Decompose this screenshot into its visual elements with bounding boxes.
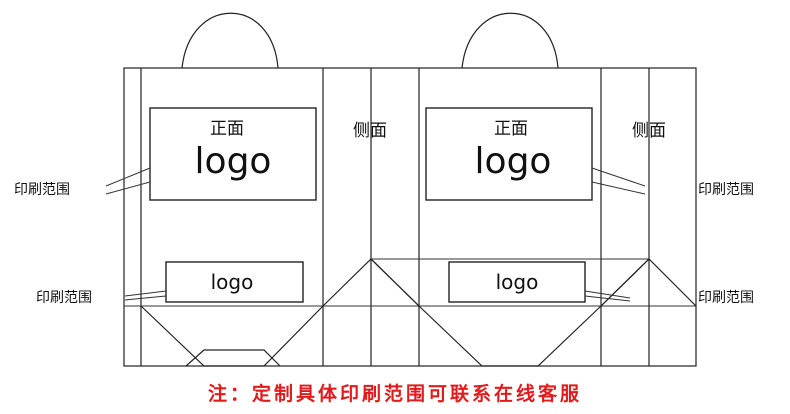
bottom-print-box-right xyxy=(448,261,586,303)
print-area-label-right-top: 印刷范围 xyxy=(698,181,754,198)
logo-label-front-right: logo xyxy=(475,141,552,182)
logo-label-front-left: logo xyxy=(195,141,272,182)
handle-left xyxy=(181,12,279,69)
panel-divider-lines xyxy=(140,68,650,366)
handle-right xyxy=(461,12,559,69)
print-area-label-right-bottom: 印刷范围 xyxy=(698,289,754,306)
bottom-print-box-left xyxy=(165,261,304,303)
print-area-label-left-top: 印刷范围 xyxy=(14,181,70,198)
logo-label-bottom-left: logo xyxy=(211,270,254,294)
print-area-label-left-bottom: 印刷范围 xyxy=(36,289,92,306)
callout-pointers xyxy=(105,167,646,302)
front-label-right: 正面 xyxy=(494,119,528,139)
front-print-box-right xyxy=(425,107,593,201)
side-label-left: 侧面 xyxy=(353,121,387,141)
front-print-box-left xyxy=(149,107,317,201)
custom-print-note: 注：定制具体印刷范围可联系在线客服 xyxy=(208,382,582,405)
logo-label-bottom-right: logo xyxy=(496,270,539,294)
front-label-left: 正面 xyxy=(210,119,244,139)
side-label-right: 侧面 xyxy=(632,121,666,141)
outer-frame xyxy=(123,67,697,367)
